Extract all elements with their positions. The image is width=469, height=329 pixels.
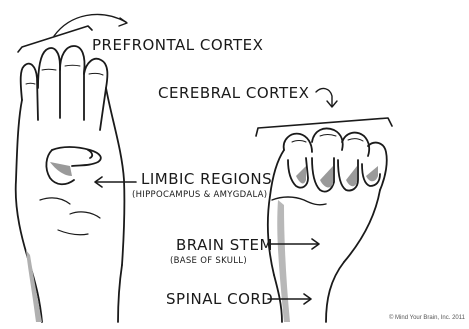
label-cerebral-cortex: CEREBRAL CORTEX xyxy=(158,84,309,102)
label-prefrontal-cortex: PREFRONTAL CORTEX xyxy=(92,36,263,54)
cerebral-cortex-bracket xyxy=(256,118,392,136)
label-limbic-detail: (HIPPOCAMPUS & AMYGDALA) xyxy=(132,190,267,200)
prefrontal-bracket xyxy=(18,26,92,52)
copyright-notice: © Mind Your Brain, Inc. 2011 xyxy=(389,315,465,321)
label-limbic-regions: LIMBIC REGIONS xyxy=(141,170,272,188)
label-brain-stem: BRAIN STEM xyxy=(176,236,273,254)
label-spinal-cord: SPINAL CORD xyxy=(166,290,273,308)
label-brain-stem-detail: (BASE OF SKULL) xyxy=(170,256,247,266)
